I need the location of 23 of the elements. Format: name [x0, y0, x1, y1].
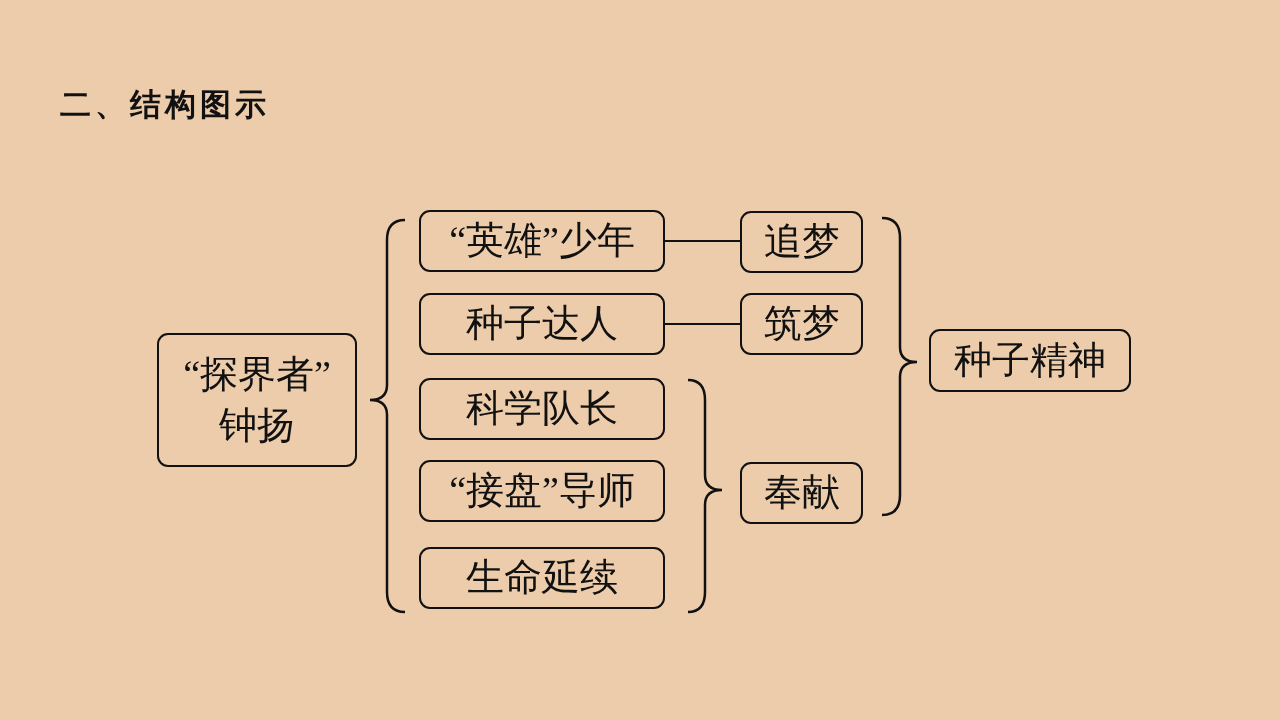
node-label: “接盘”导师: [449, 468, 635, 514]
rounded-box: [740, 462, 863, 524]
rounded-box: [929, 329, 1131, 392]
node-label: 生命延续: [466, 555, 618, 601]
node-label: 科学队长: [466, 386, 618, 432]
rounded-box: [419, 460, 665, 522]
rounded-box: [740, 293, 863, 355]
node-label: “英雄”少年: [449, 218, 635, 264]
node-label: 筑梦: [763, 301, 840, 347]
node-label: 种子达人: [466, 301, 618, 347]
rounded-box: [740, 211, 863, 273]
node-label: 奉献: [763, 470, 840, 516]
rounded-box: [419, 547, 665, 609]
node-label: 种子精神: [954, 337, 1106, 383]
slide-title: 二、结构图示: [60, 86, 270, 124]
rounded-box: [157, 333, 357, 467]
connector-line: [664, 323, 741, 325]
node-label: 追梦: [763, 219, 840, 265]
rounded-box: [419, 293, 665, 355]
rounded-box: [419, 210, 665, 272]
connector-line: [664, 240, 741, 242]
rounded-box: [419, 378, 665, 440]
node-label: “探界者”钟扬: [182, 351, 332, 448]
